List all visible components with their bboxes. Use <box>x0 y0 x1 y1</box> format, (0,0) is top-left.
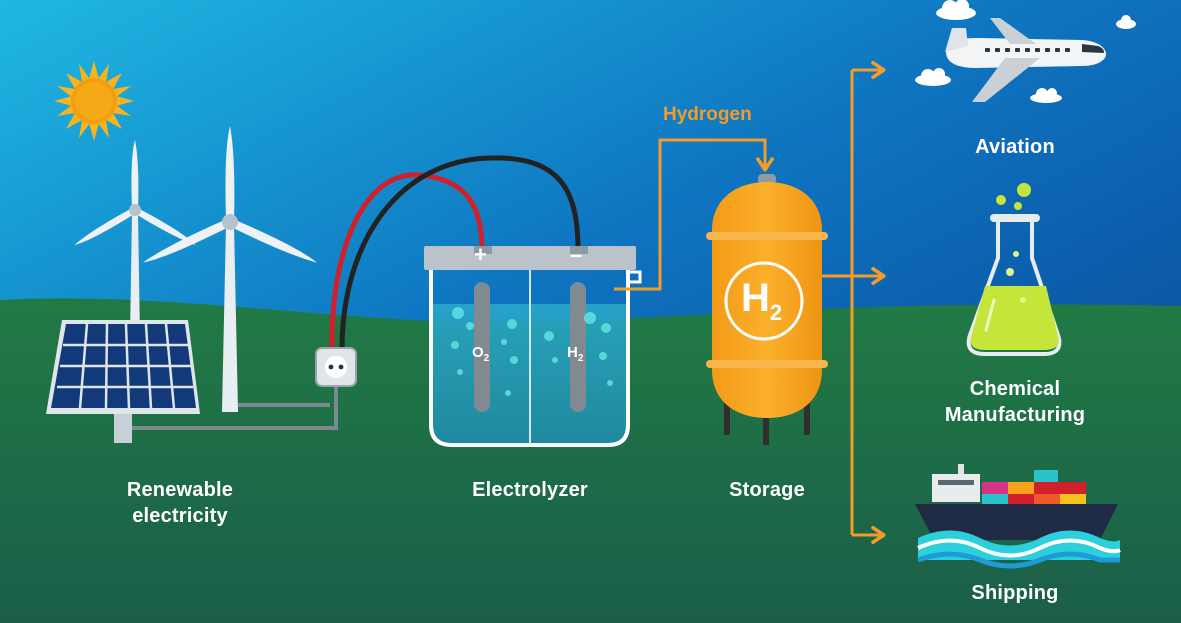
oxygen-label: O2 <box>472 344 489 364</box>
airplane-icon <box>945 18 1106 102</box>
hydrogen-storage-tank-icon <box>706 174 828 445</box>
label-renewable-line2: electricity <box>132 505 228 527</box>
label-chemical-line2: Manufacturing <box>944 404 1086 426</box>
hydrogen-flow-arrow <box>614 138 774 291</box>
label-aviation: Aviation <box>975 136 1055 158</box>
electrode-plus-label: + <box>474 242 487 267</box>
sun-icon <box>54 61 134 141</box>
oxygen-label-base: O <box>472 344 484 361</box>
black-cable <box>339 155 581 351</box>
hydrogen-gas-label: H2 <box>567 344 583 364</box>
wind-turbine-icon <box>142 126 318 412</box>
power-wire <box>130 385 338 430</box>
label-chemical-line1: Chemical <box>969 378 1061 400</box>
label-electrolyzer: Electrolyzer <box>472 479 588 501</box>
cloud-icon <box>936 0 976 20</box>
label-renewable-line1: Renewable <box>126 479 234 501</box>
tank-h2-label: H2 <box>741 276 782 326</box>
cargo-ship-icon <box>915 464 1121 569</box>
red-cable <box>329 172 485 351</box>
cloud-icon <box>915 68 951 86</box>
label-renewable-electricity: Renewable electricity <box>80 477 280 529</box>
electrode-minus-label: – <box>570 242 583 267</box>
electrolyzer-tank-icon <box>424 246 636 447</box>
label-chemical-manufacturing: Chemical Manufacturing <box>915 376 1115 428</box>
label-shipping: Shipping <box>971 582 1059 604</box>
outlet-pipe <box>628 270 642 284</box>
cloud-icon <box>1116 15 1136 29</box>
tank-h2-label-sub: 2 <box>769 300 783 325</box>
oxygen-label-sub: 2 <box>483 353 490 364</box>
power-outlet-icon <box>315 347 357 387</box>
tank-h2-label-base: H <box>741 276 770 320</box>
flask-icon <box>966 183 1062 356</box>
label-hydrogen: Hydrogen <box>663 104 752 125</box>
cloud-icon <box>1030 88 1062 103</box>
hydrogen-gas-label-sub: 2 <box>577 353 584 364</box>
label-storage: Storage <box>729 479 805 501</box>
ground-hill <box>0 298 1181 623</box>
solar-panel-icon <box>46 320 200 443</box>
hydrogen-gas-label-base: H <box>567 344 578 361</box>
